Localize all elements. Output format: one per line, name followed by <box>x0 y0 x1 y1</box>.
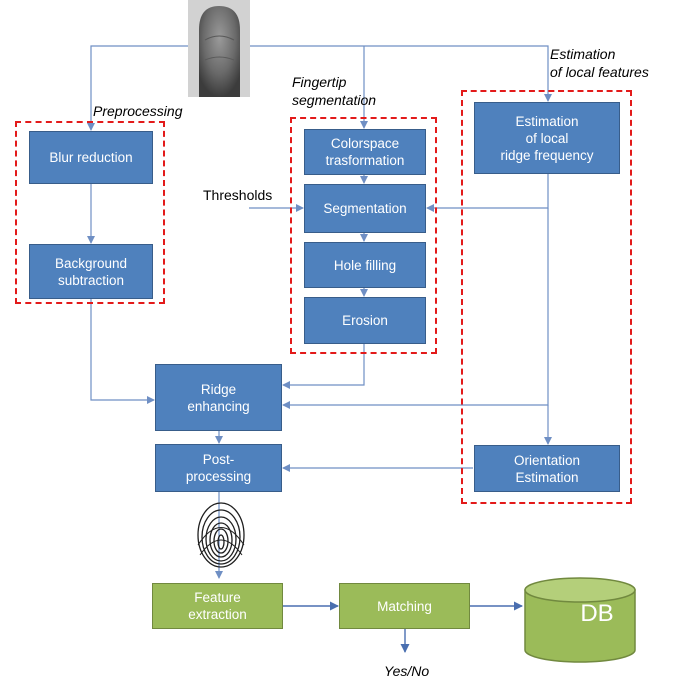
db-label: DB <box>580 600 614 627</box>
preprocessing-label: Preprocessing <box>93 103 183 119</box>
fingerprint-icon <box>197 502 245 568</box>
input-connector <box>87 45 552 653</box>
result-label: Yes/No <box>384 663 430 679</box>
thresholds-label: Thresholds <box>203 187 273 203</box>
preprocessing-group <box>15 121 165 304</box>
post-processing-box: Post- processing <box>155 444 282 492</box>
colorspace-transformation-box: Colorspace trasformation <box>304 129 426 175</box>
local-features-label: Estimation of local features <box>550 46 649 80</box>
fingertip-segmentation-group <box>290 117 437 354</box>
orientation-estimation-box: Orientation Estimation <box>474 445 620 492</box>
ridge-enhancing-box: Ridge enhancing <box>155 364 282 431</box>
finger-photo-icon <box>188 0 250 97</box>
blur-reduction-box: Blur reduction <box>29 131 153 184</box>
feature-extraction-box: Feature extraction <box>152 583 283 629</box>
segmentation-box: Segmentation <box>304 184 426 233</box>
ridge-frequency-box: Estimation of local ridge frequency <box>474 102 620 174</box>
fingertip-segmentation-label: Fingertip segmentation <box>292 74 377 108</box>
background-subtraction-box: Background subtraction <box>29 244 153 299</box>
db-cylinder-icon <box>524 577 636 663</box>
hole-filling-box: Hole filling <box>304 242 426 288</box>
local-features-group <box>461 90 632 504</box>
erosion-box: Erosion <box>304 297 426 344</box>
matching-box: Matching <box>339 583 470 629</box>
